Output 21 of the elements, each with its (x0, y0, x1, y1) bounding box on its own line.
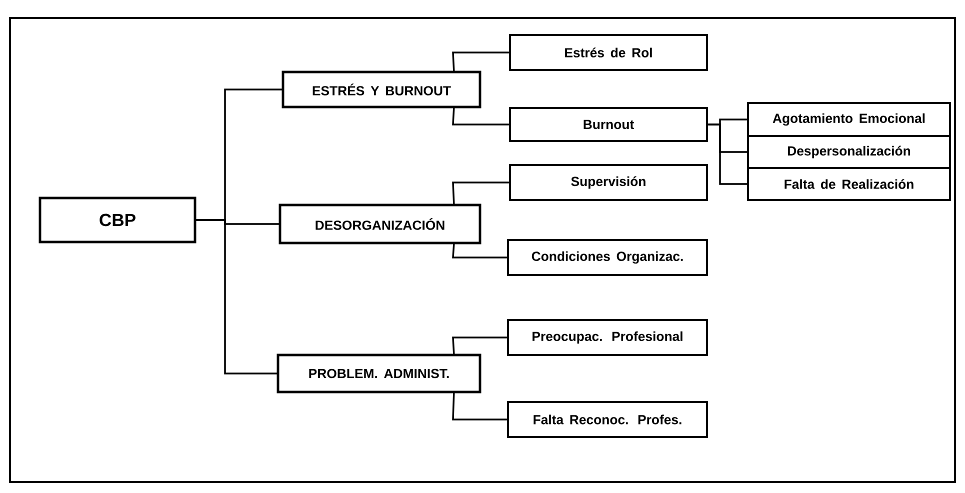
box: Supervisión (509, 164, 708, 201)
connector (452, 392, 508, 420)
connector (452, 52, 510, 72)
box: Estrés de Rol (509, 34, 708, 71)
box: Falta de Realización (747, 167, 951, 201)
connector (707, 124, 748, 185)
box: DESORGANIZACIÓN (278, 204, 482, 244)
box: Preocupac. Profesional (507, 319, 708, 356)
box: Condiciones Organizac. (507, 239, 708, 276)
box: Falta Reconoc. Profes. (507, 401, 708, 438)
box: CBP (38, 196, 196, 244)
connector (452, 243, 508, 258)
connector (195, 219, 278, 374)
connector (452, 182, 510, 205)
connector (452, 107, 510, 126)
box: PROBLEM. ADMINIST. (276, 354, 482, 394)
box: Agotamiento Emocional (747, 102, 951, 137)
box: Despersonalización (747, 135, 951, 169)
box: Burnout (509, 107, 708, 142)
box: ESTRÉS Y BURNOUT (282, 70, 482, 108)
connector (452, 336, 508, 355)
